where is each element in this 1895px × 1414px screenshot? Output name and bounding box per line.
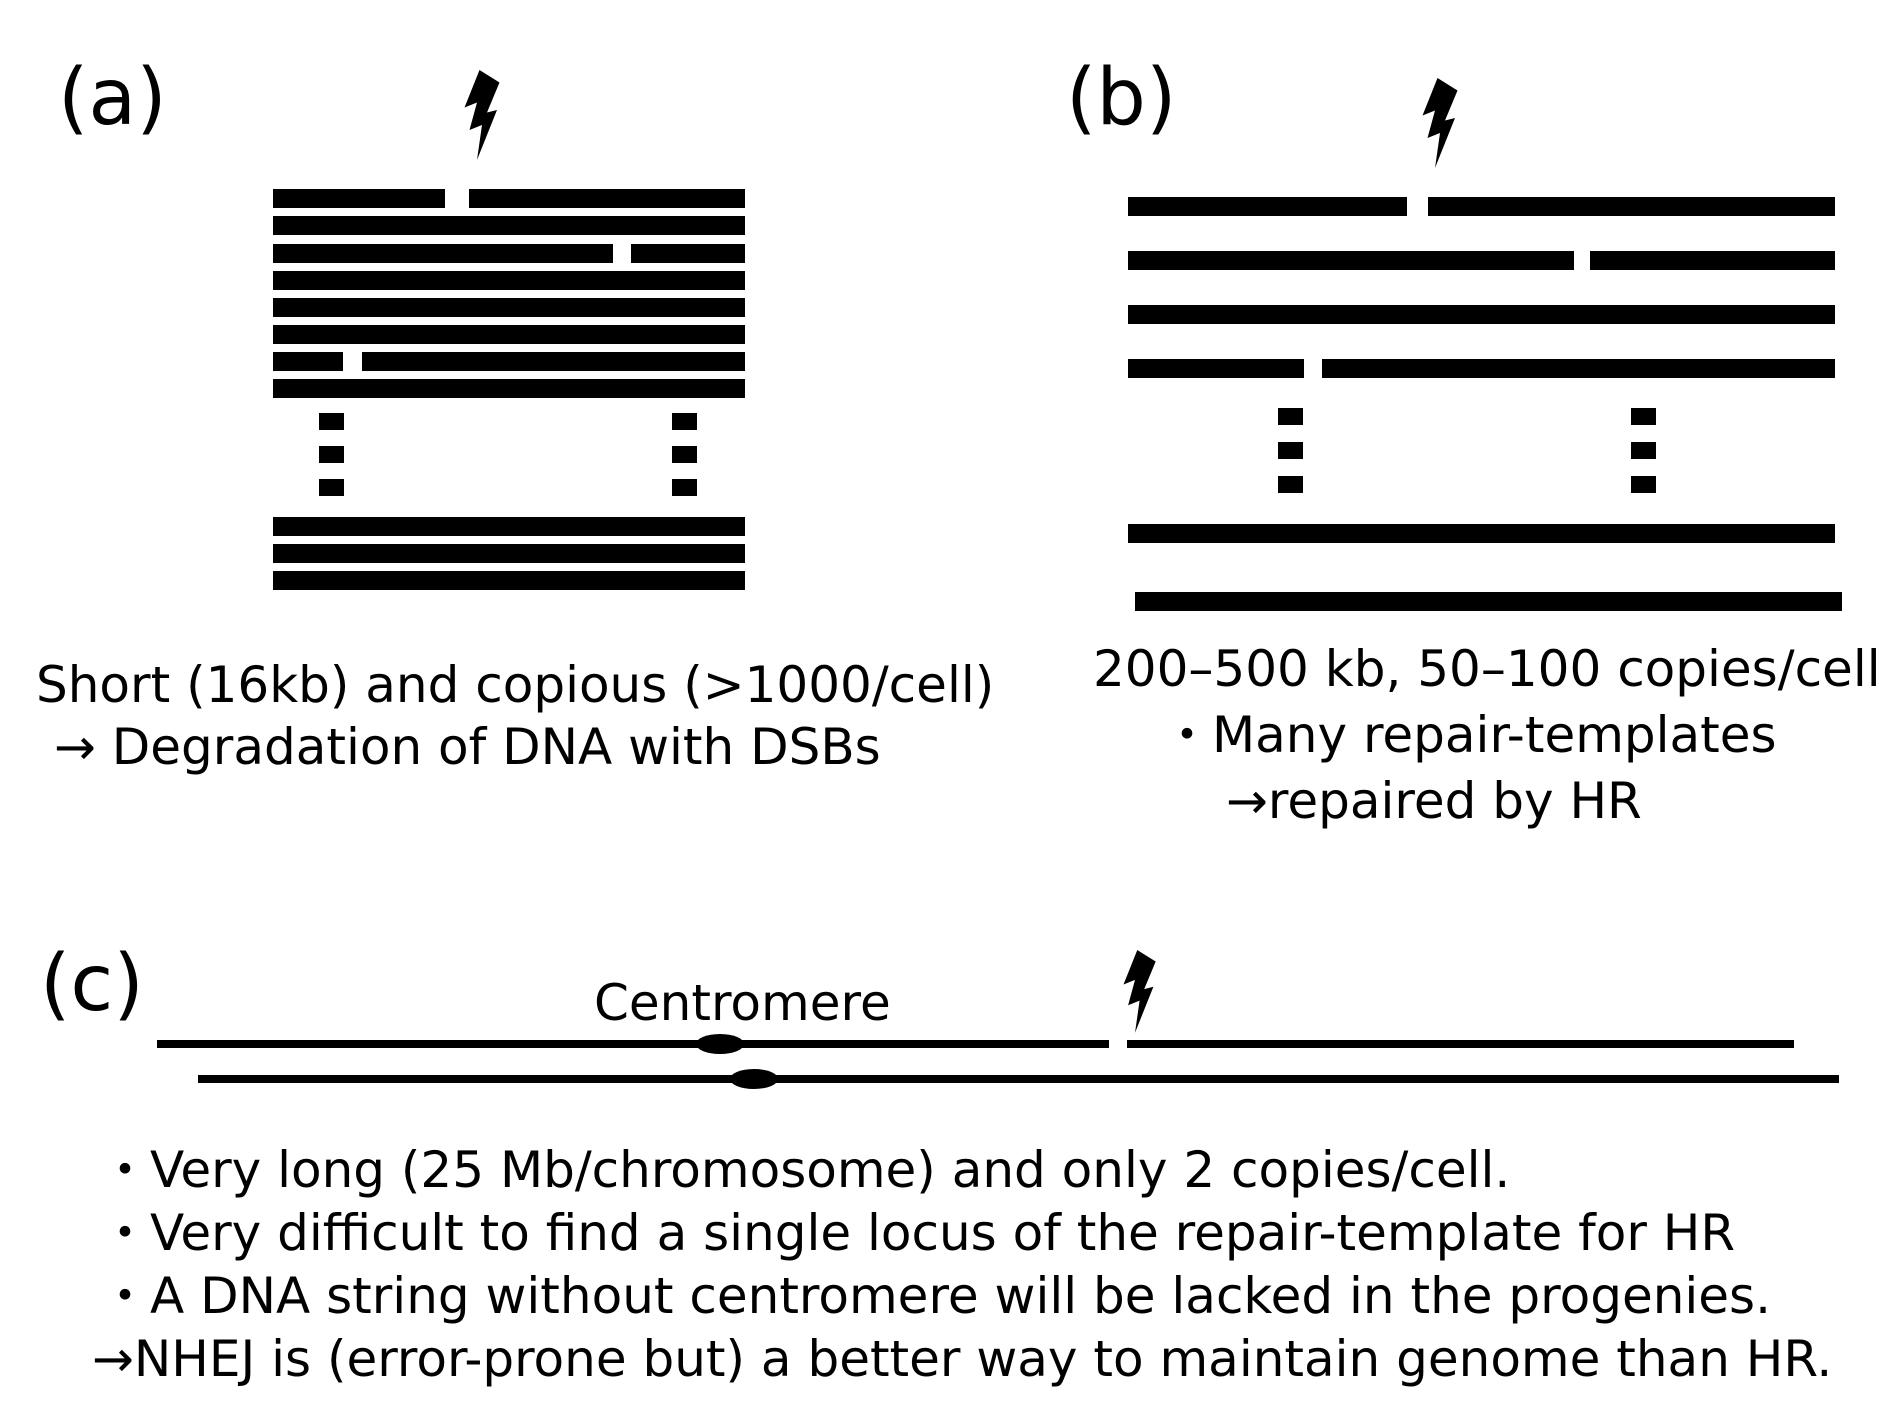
lightning-bolt-icon: [464, 70, 500, 160]
dna-strand: [631, 244, 745, 263]
centromere-label: Centromere: [594, 974, 891, 1032]
dna-strand: [273, 379, 745, 398]
dna-strand: [1322, 359, 1835, 378]
dna-strand: [362, 352, 745, 371]
dna-strand: [1128, 197, 1407, 216]
panel-b: (b) 200–500 kb, 50–100 copies/cel: [1066, 53, 1881, 830]
dna-strand: [1135, 592, 1842, 611]
dna-strand: [273, 244, 613, 263]
panel-b-caption-line-1: 200–500 kb, 50–100 copies/cell: [1093, 640, 1881, 698]
dna-strand: [273, 544, 745, 563]
panel-a-caption-line-2: → Degradation of DNA with DSBs: [54, 718, 881, 776]
dna-strand: [1128, 305, 1835, 324]
nuclear-chromosomes: [157, 1034, 1839, 1089]
dna-strand: [469, 189, 745, 208]
dna-strand: [1128, 524, 1835, 543]
panel-c-label: (c): [40, 939, 144, 1029]
dna-strand: [273, 298, 745, 317]
panel-c-caption-line-1: ・Very long (25 Mb/chromosome) and only 2…: [100, 1141, 1510, 1199]
continuation-dots: [319, 413, 697, 496]
panel-c-caption-line-4: →NHEJ is (error-prone but) a better way …: [92, 1330, 1832, 1388]
chromosome-strand: [157, 1040, 1109, 1048]
panel-b-caption-line-3: →repaired by HR: [1226, 772, 1642, 830]
panel-a-label: (a): [58, 53, 167, 143]
panel-a: (a): [36, 53, 994, 776]
lightning-bolt-icon: [1422, 78, 1458, 168]
continuation-dots: [1278, 408, 1656, 493]
dna-strand: [273, 517, 745, 536]
dna-strand: [273, 571, 745, 590]
centromere: [696, 1034, 744, 1054]
chromosome-strand: [198, 1075, 1839, 1083]
panel-b-caption-line-2: ・Many repair-templates: [1162, 706, 1777, 764]
dna-strand: [273, 189, 445, 208]
dna-strand: [1428, 197, 1835, 216]
dna-strand: [273, 325, 745, 344]
centromere: [730, 1069, 778, 1089]
mitochondrial-dna-strands: [273, 189, 745, 590]
panel-c: (c) Centromere ・Very long (25 Mb/chromos…: [40, 939, 1839, 1388]
chloroplast-dna-strands: [1128, 197, 1842, 611]
panel-c-caption-line-3: ・A DNA string without centromere will be…: [100, 1267, 1771, 1325]
panel-b-label: (b): [1066, 53, 1176, 143]
panel-c-caption-line-2: ・Very difficult to find a single locus o…: [100, 1204, 1735, 1262]
dna-strand: [1128, 251, 1574, 270]
panel-a-caption-line-1: Short (16kb) and copious (>1000/cell): [36, 656, 994, 714]
dna-strand: [273, 271, 745, 290]
dna-strand: [1590, 251, 1835, 270]
lightning-bolt-icon: [1123, 950, 1156, 1033]
chromosome-strand: [1127, 1040, 1794, 1048]
dna-strand: [273, 352, 343, 371]
dna-strand: [1128, 359, 1304, 378]
dna-strand: [273, 216, 745, 235]
